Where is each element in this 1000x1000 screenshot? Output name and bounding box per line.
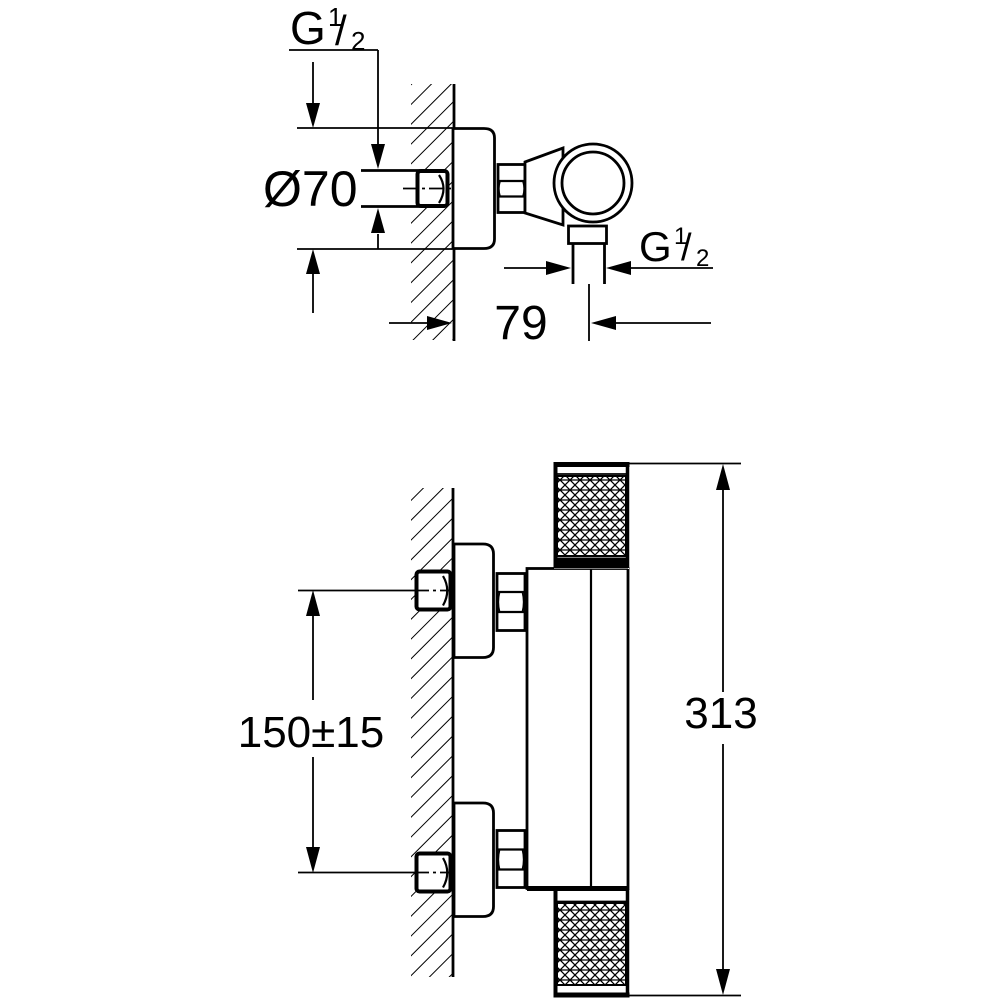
- thread-separator: /: [335, 7, 347, 54]
- thread-base: G: [639, 223, 672, 270]
- right-arrow-icon: [546, 261, 571, 275]
- left-arrow-icon: [591, 316, 616, 330]
- lower-hex-nut: [495, 829, 527, 889]
- inlet-spacing-label: 150±15: [238, 708, 385, 757]
- overall-length-label: 313: [684, 689, 757, 738]
- wall-union-plug: [403, 169, 452, 208]
- up-arrow-icon: [716, 464, 730, 490]
- escutcheon-diameter-dimension: [297, 62, 452, 313]
- outlet-thread-dimension: [504, 261, 713, 275]
- down-arrow-icon: [306, 847, 320, 873]
- handle-base-ring: [554, 557, 628, 569]
- left-arrow-icon: [606, 261, 631, 275]
- wall-thread-label: G 1 / 2: [290, 2, 365, 56]
- up-arrow-icon: [371, 208, 385, 233]
- outlet-offset-label: 79: [494, 297, 547, 350]
- right-arrow-icon: [427, 316, 452, 330]
- upper-escutcheon: [452, 542, 495, 659]
- escutcheon-diameter-label: Ø70: [263, 161, 358, 217]
- outlet-thread-label: G 1 / 2: [639, 223, 709, 272]
- thread-denominator: 2: [351, 26, 365, 56]
- up-arrow-icon: [306, 249, 320, 274]
- escutcheon: [451, 127, 496, 250]
- side-view: G 1 / 2 Ø70 G 1 / 2 79: [263, 2, 713, 350]
- mixer-body: [525, 567, 630, 890]
- lower-inlet-union: [414, 851, 453, 894]
- inlet-spacing-dimension: [298, 589, 414, 874]
- handle-end-inner: [560, 150, 626, 216]
- outlet-offset-dimension: [389, 284, 711, 341]
- thread-base: G: [290, 2, 326, 54]
- upper-hex-nut: [495, 572, 527, 632]
- thread-numerator: 1: [674, 223, 687, 250]
- outlet-collar: [567, 224, 608, 245]
- thread-numerator: 1: [328, 2, 342, 32]
- top-knurled-handle: [553, 462, 630, 569]
- up-arrow-icon: [306, 590, 320, 616]
- handle-end-outer: [552, 142, 634, 224]
- wall-hatch: [411, 84, 454, 340]
- down-arrow-icon: [306, 103, 320, 128]
- upper-inlet-union: [414, 569, 453, 612]
- hex-nut: [496, 163, 527, 214]
- thread-denominator: 2: [696, 245, 709, 272]
- overall-length-dimension: [629, 462, 741, 997]
- thread-separator: /: [681, 227, 692, 269]
- down-arrow-icon: [371, 144, 385, 169]
- wall-hatch: [411, 488, 453, 977]
- knurl-pattern: [556, 475, 627, 557]
- lower-escutcheon: [452, 801, 495, 918]
- down-arrow-icon: [716, 969, 730, 995]
- wall-thread-leader: [289, 49, 385, 249]
- knurl-pattern: [556, 902, 627, 986]
- bottom-knurled-handle: [527, 886, 630, 998]
- valve-cone: [523, 145, 565, 227]
- front-view: 150±15 313: [238, 462, 758, 998]
